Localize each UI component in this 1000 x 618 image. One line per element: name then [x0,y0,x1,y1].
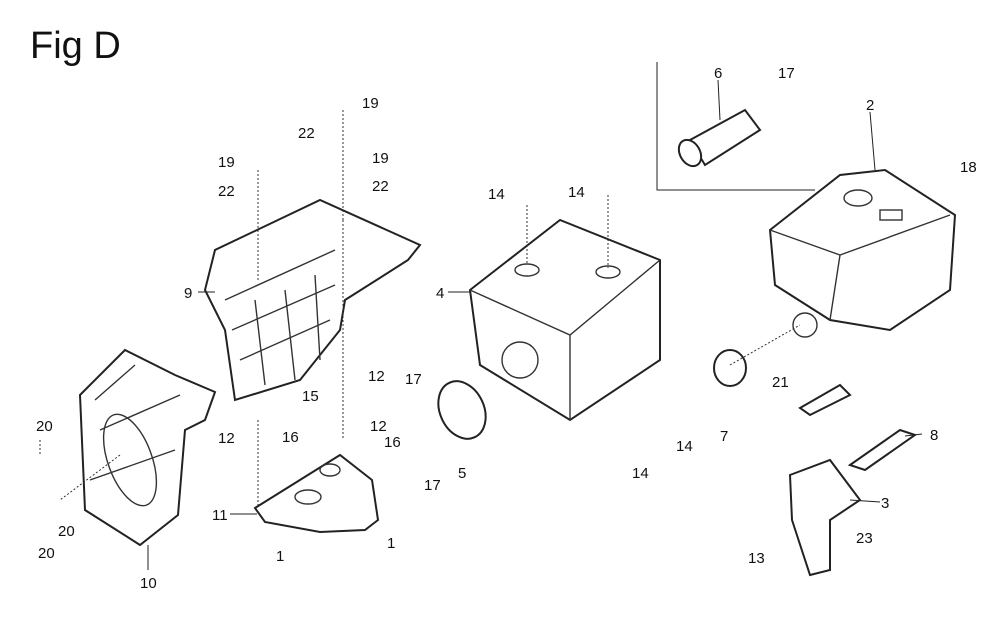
callout-4: 4 [436,285,444,302]
callout-7: 7 [720,428,728,445]
callout-20: 20 [36,418,53,435]
part-7-fitting [713,349,747,387]
callout-14: 14 [488,186,505,203]
callout-21: 21 [772,374,789,391]
callout-12: 12 [368,368,385,385]
part-5-cap [437,380,487,440]
callout-20: 20 [38,545,55,562]
part-10-bracket [78,348,217,547]
callout-2: 2 [866,97,874,114]
callout-14: 14 [676,438,693,455]
callout-3: 3 [881,495,889,512]
callout-17: 17 [424,477,441,494]
part-2-muffler [768,168,957,338]
callout-16: 16 [282,429,299,446]
callout-10: 10 [140,575,157,592]
callout-9: 9 [184,285,192,302]
callout-13: 13 [748,550,765,567]
callout-20: 20 [58,523,75,540]
callout-14: 14 [568,184,585,201]
callout-12: 12 [218,430,235,447]
callout-15: 15 [302,388,319,405]
callout-17: 17 [405,371,422,388]
leader-lines [39,79,923,570]
callouts: 19 22 19 22 19 22 9 14 14 6 17 2 18 4 12… [36,65,977,592]
callout-22: 22 [372,178,389,195]
callout-14: 14 [632,465,649,482]
callout-11: 11 [212,507,228,524]
gasket [798,383,852,417]
callout-6: 6 [714,65,722,82]
figure-title: Fig D [30,25,121,67]
callout-19: 19 [362,95,379,112]
part-6-screen [677,108,762,168]
callout-17: 17 [778,65,795,82]
part-3-bracket [788,458,862,577]
callout-16: 16 [384,434,401,451]
part-11-plate [253,453,380,534]
callout-18: 18 [960,159,977,176]
callout-1: 1 [387,535,395,552]
callout-22: 22 [298,125,315,142]
part-4-cover [468,218,661,422]
callout-5: 5 [458,465,466,482]
callout-8: 8 [930,427,938,444]
callout-1: 1 [276,548,284,565]
inset-frame [656,62,815,191]
callout-12: 12 [370,418,387,435]
callout-23: 23 [856,530,873,547]
callout-22: 22 [218,183,235,200]
callout-19: 19 [372,150,389,167]
callout-19: 19 [218,154,235,171]
part-9-panel [203,198,422,402]
